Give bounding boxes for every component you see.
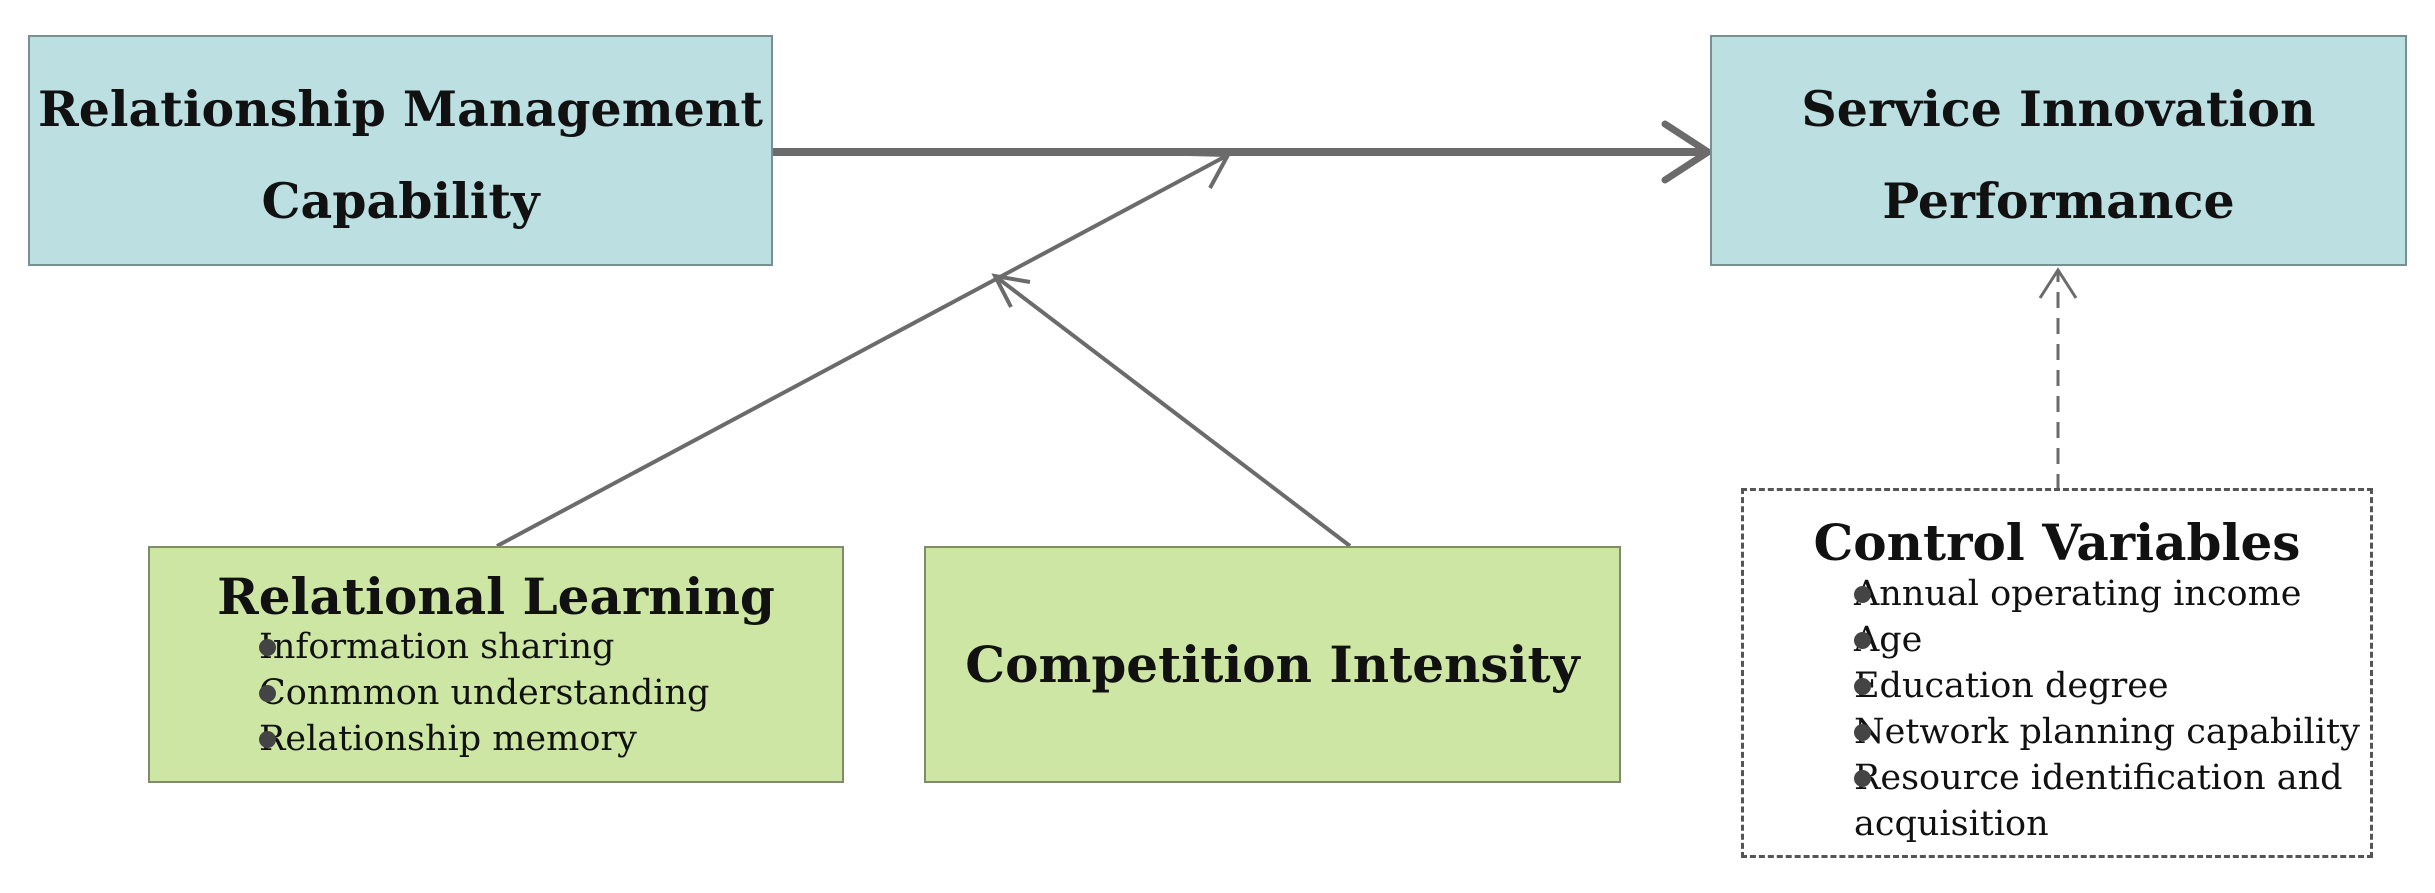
sip-line-2: Performance (1882, 172, 2235, 230)
list-item-continuation: acquisition (1854, 804, 2049, 844)
list-item: Education degree (1786, 663, 2360, 709)
relational-learning-title: Relational Learning (217, 567, 775, 626)
list-item: Age (1786, 617, 2360, 663)
relational-learning-arrow (496, 152, 1232, 548)
relational-learning-box: Relational Learning Information sharing … (148, 546, 844, 783)
main-arrow (769, 120, 1715, 184)
list-item: Network planning capability (1786, 709, 2360, 755)
competition-intensity-box: Competition Intensity (924, 546, 1621, 783)
relationship-management-capability-box: Relationship Management Capability (28, 35, 773, 266)
control-variables-box: Control Variables Annual operating incom… (1741, 488, 2373, 858)
service-innovation-performance-box: Service Innovation Performance (1710, 35, 2407, 266)
rmc-line-1: Relationship Management (37, 80, 764, 138)
sip-line-1: Service Innovation (1801, 80, 2316, 138)
list-item: Resource identification and (1786, 755, 2360, 801)
competition-intensity-title: Competition Intensity (965, 635, 1580, 694)
control-variables-list: Annual operating income Age Education de… (1786, 571, 2360, 847)
rmc-line-2: Capability (261, 172, 540, 230)
list-item: Information sharing (195, 624, 709, 670)
list-item: Relationship memory (195, 716, 709, 762)
relational-learning-list: Information sharing Conmmon understandin… (195, 624, 709, 762)
control-variables-arrow (2038, 267, 2078, 490)
list-item: Annual operating income (1786, 571, 2360, 617)
list-item: Conmmon understanding (195, 670, 709, 716)
competition-intensity-arrow (991, 273, 1352, 548)
control-variables-title: Control Variables (1813, 513, 2301, 572)
